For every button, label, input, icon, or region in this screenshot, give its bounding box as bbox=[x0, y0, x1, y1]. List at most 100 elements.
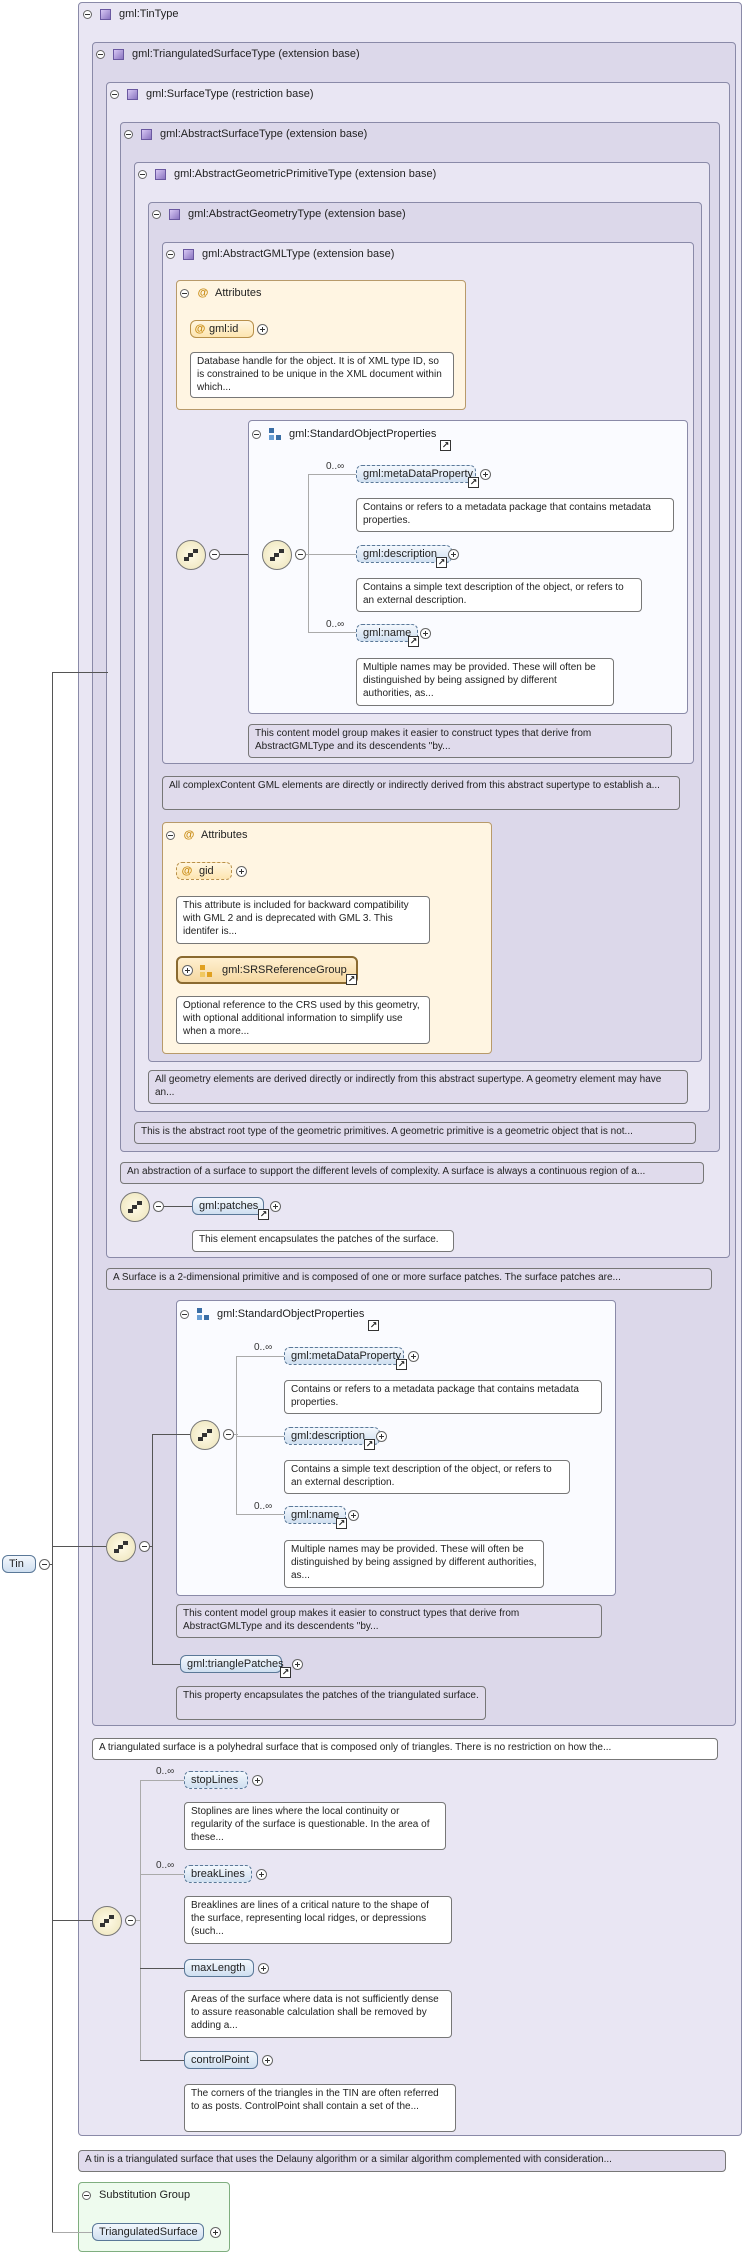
sequence-icon[interactable] bbox=[176, 540, 206, 570]
reference-link-icon[interactable]: ↗ bbox=[368, 1320, 379, 1331]
branch-line bbox=[140, 1780, 141, 2060]
tin-type-header[interactable]: gml:TinType bbox=[83, 6, 179, 22]
collapse-icon[interactable] bbox=[139, 1541, 150, 1552]
controlpoint-element[interactable]: controlPoint bbox=[184, 2051, 258, 2069]
complex-type-icon bbox=[113, 48, 124, 60]
expand-icon[interactable] bbox=[252, 1775, 263, 1786]
abstract-gml-type-header[interactable]: gml:AbstractGMLType (extension base) bbox=[166, 246, 394, 262]
expand-icon[interactable] bbox=[182, 965, 193, 976]
srs-reference-group[interactable]: gml:SRSReferenceGroup bbox=[176, 956, 358, 984]
reference-link-icon[interactable]: ↗ bbox=[396, 1359, 407, 1370]
collapse-icon[interactable] bbox=[166, 249, 175, 259]
reference-link-icon[interactable]: ↗ bbox=[258, 1209, 269, 1220]
collapse-icon[interactable] bbox=[252, 429, 261, 439]
collapse-icon[interactable] bbox=[152, 209, 161, 219]
triangulated-surface-type-title: gml:TriangulatedSurfaceType (extension b… bbox=[132, 48, 360, 60]
expand-icon[interactable] bbox=[236, 866, 247, 877]
expand-icon[interactable] bbox=[480, 469, 491, 480]
patches-doc: This element encapsulates the patches of… bbox=[192, 1230, 454, 1252]
standard-object-properties-header[interactable]: gml:StandardObjectProperties bbox=[252, 426, 436, 442]
patches-element[interactable]: gml:patches bbox=[192, 1197, 264, 1215]
surface-type-header[interactable]: gml:SurfaceType (restriction base) bbox=[110, 86, 314, 102]
expand-icon[interactable] bbox=[420, 628, 431, 639]
substitution-group-header[interactable]: Substitution Group bbox=[82, 2187, 190, 2203]
surface-type-doc: A Surface is a 2-dimensional primitive a… bbox=[106, 1268, 712, 1290]
meta-data-property-element[interactable]: gml:metaDataProperty bbox=[356, 465, 476, 483]
reference-link-icon[interactable]: ↗ bbox=[440, 440, 451, 451]
collapse-icon[interactable] bbox=[83, 9, 92, 19]
reference-link-icon[interactable]: ↗ bbox=[336, 1518, 347, 1529]
name-doc-2: Multiple names may be provided. These wi… bbox=[284, 1540, 544, 1588]
substitution-group-title: Substitution Group bbox=[99, 2189, 191, 2201]
breaklines-element[interactable]: breakLines bbox=[184, 1865, 252, 1883]
sequence-icon[interactable] bbox=[106, 1532, 136, 1562]
collapse-icon[interactable] bbox=[82, 2190, 91, 2200]
branch-line bbox=[308, 554, 356, 555]
expand-icon[interactable] bbox=[256, 1869, 267, 1880]
expand-icon[interactable] bbox=[408, 1351, 419, 1362]
collapse-icon[interactable] bbox=[180, 288, 189, 298]
gml-id-attribute[interactable]: @ gml:id bbox=[190, 320, 254, 338]
abstract-geometry-type-doc: All geometry elements are derived direct… bbox=[148, 1070, 688, 1104]
reference-link-icon[interactable]: ↗ bbox=[436, 557, 447, 568]
expand-icon[interactable] bbox=[376, 1431, 387, 1442]
triangulated-surface-element[interactable]: TriangulatedSurface bbox=[92, 2223, 204, 2241]
connector-line bbox=[152, 1434, 190, 1435]
collapse-icon[interactable] bbox=[295, 549, 306, 560]
collapse-icon[interactable] bbox=[223, 1429, 234, 1440]
geometry-attributes-header[interactable]: @ Attributes bbox=[166, 827, 247, 843]
name-cardinality-2: 0..∞ bbox=[254, 1501, 273, 1512]
abstract-geometry-type-header[interactable]: gml:AbstractGeometryType (extension base… bbox=[152, 206, 406, 222]
meta-data-property-element-2[interactable]: gml:metaDataProperty bbox=[284, 1347, 404, 1365]
expand-icon[interactable] bbox=[262, 2055, 273, 2066]
sequence-icon[interactable] bbox=[120, 1192, 150, 1222]
connector-line bbox=[152, 1664, 180, 1665]
name-element[interactable]: gml:name bbox=[356, 624, 418, 642]
name-element-2[interactable]: gml:name bbox=[284, 1506, 346, 1524]
expand-icon[interactable] bbox=[448, 549, 459, 560]
meta-data-property-doc-2: Contains or refers to a metadata package… bbox=[284, 1380, 602, 1414]
sequence-icon[interactable] bbox=[262, 540, 292, 570]
collapse-icon[interactable] bbox=[39, 1559, 50, 1570]
collapse-icon[interactable] bbox=[166, 830, 175, 840]
gid-doc: This attribute is included for backward … bbox=[176, 896, 430, 944]
abstract-surface-type-header[interactable]: gml:AbstractSurfaceType (extension base) bbox=[124, 126, 367, 142]
tin-root-element[interactable]: Tin bbox=[2, 1555, 36, 1573]
reference-link-icon[interactable]: ↗ bbox=[364, 1439, 375, 1450]
sequence-icon[interactable] bbox=[190, 1420, 220, 1450]
maxlength-element[interactable]: maxLength bbox=[184, 1959, 254, 1977]
expand-icon[interactable] bbox=[270, 1201, 281, 1212]
standard-object-properties-header-2[interactable]: gml:StandardObjectProperties bbox=[180, 1306, 364, 1322]
reference-link-icon[interactable]: ↗ bbox=[408, 636, 419, 647]
expand-icon[interactable] bbox=[257, 324, 268, 335]
reference-link-icon[interactable]: ↗ bbox=[468, 477, 479, 488]
collapse-icon[interactable] bbox=[96, 49, 105, 59]
connector-line bbox=[164, 1206, 192, 1207]
collapse-icon[interactable] bbox=[180, 1309, 189, 1319]
triangulated-surface-type-doc: A triangulated surface is a polyhedral s… bbox=[92, 1738, 718, 1760]
description-element-2[interactable]: gml:description bbox=[284, 1427, 380, 1445]
collapse-icon[interactable] bbox=[138, 169, 147, 179]
collapse-icon[interactable] bbox=[209, 549, 220, 560]
reference-link-icon[interactable]: ↗ bbox=[346, 974, 357, 985]
abstract-primitive-type-header[interactable]: gml:AbstractGeometricPrimitiveType (exte… bbox=[138, 166, 436, 182]
branch-line bbox=[308, 632, 356, 633]
reference-link-icon[interactable]: ↗ bbox=[280, 1667, 291, 1678]
collapse-icon[interactable] bbox=[124, 129, 133, 139]
collapse-icon[interactable] bbox=[125, 1915, 136, 1926]
expand-icon[interactable] bbox=[292, 1659, 303, 1670]
abstract-surface-type-title: gml:AbstractSurfaceType (extension base) bbox=[160, 128, 368, 140]
gid-attribute[interactable]: @ gid bbox=[176, 862, 232, 880]
collapse-icon[interactable] bbox=[110, 89, 119, 99]
sequence-icon[interactable] bbox=[92, 1906, 122, 1936]
triangulated-surface-type-header[interactable]: gml:TriangulatedSurfaceType (extension b… bbox=[96, 46, 360, 62]
stoplines-element[interactable]: stopLines bbox=[184, 1771, 248, 1789]
description-element[interactable]: gml:description bbox=[356, 545, 452, 563]
connector-line bbox=[52, 672, 53, 2232]
triangle-patches-element[interactable]: gml:trianglePatches bbox=[180, 1655, 284, 1673]
expand-icon[interactable] bbox=[348, 1510, 359, 1521]
attributes-header[interactable]: @ Attributes bbox=[180, 285, 261, 301]
expand-icon[interactable] bbox=[210, 2227, 221, 2238]
expand-icon[interactable] bbox=[258, 1963, 269, 1974]
collapse-icon[interactable] bbox=[153, 1201, 164, 1212]
